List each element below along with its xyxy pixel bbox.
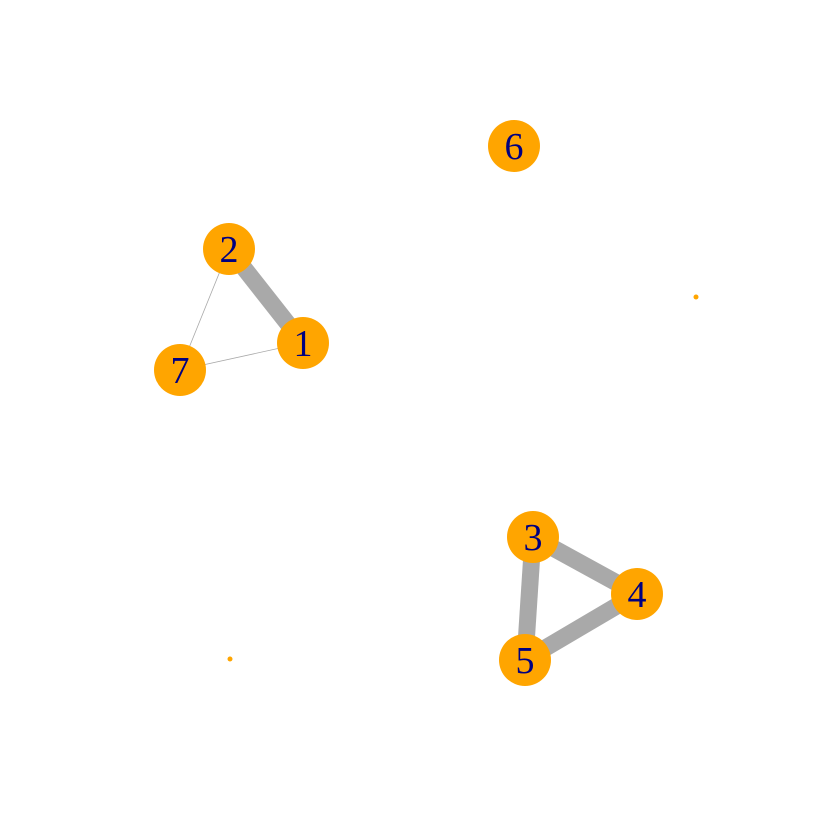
nodes-layer: 1 2 3 4 5 6 7 (154, 120, 699, 686)
node-n1: 1 (277, 317, 329, 369)
node-label: 4 (628, 574, 647, 616)
node-dot-b (227, 656, 233, 662)
node-circle (488, 120, 540, 172)
edges-layer (179, 243, 642, 668)
node-circle (507, 511, 559, 563)
node-label: 6 (505, 126, 524, 168)
node-circle (499, 634, 551, 686)
node-n4: 4 (611, 568, 663, 620)
node-label: 1 (294, 323, 313, 365)
node-circle (611, 568, 663, 620)
node-circle (154, 344, 206, 396)
node-n2: 2 (203, 223, 255, 275)
node-label: 7 (171, 350, 190, 392)
node-label: 3 (524, 517, 543, 559)
node-n6: 6 (488, 120, 540, 172)
node-label: 2 (220, 229, 239, 271)
node-circle (227, 656, 233, 662)
node-label: 5 (516, 640, 535, 682)
node-dot-a (693, 294, 699, 300)
node-circle (203, 223, 255, 275)
node-circle (277, 317, 329, 369)
node-n3: 3 (507, 511, 559, 563)
node-circle (693, 294, 699, 300)
node-n5: 5 (499, 634, 551, 686)
node-n7: 7 (154, 344, 206, 396)
